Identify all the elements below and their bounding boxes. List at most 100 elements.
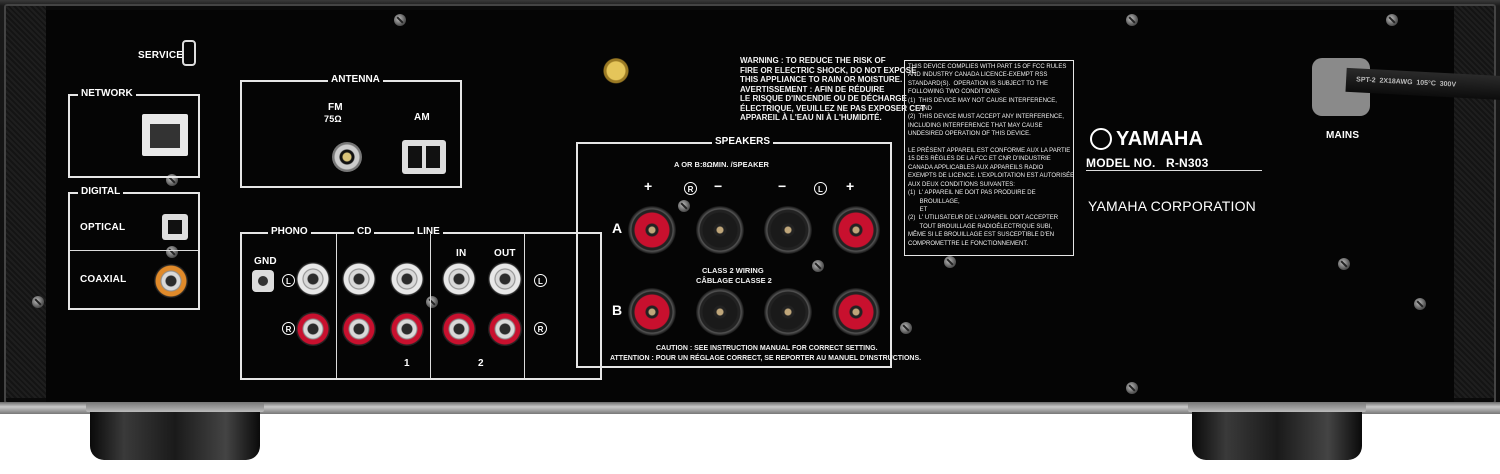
left-channel-marker: L: [534, 274, 547, 287]
plus-sign: +: [644, 178, 653, 194]
speaker-b-label: B: [612, 302, 623, 318]
network-label: NETWORK: [78, 88, 136, 99]
line1-right-jack[interactable]: [390, 312, 424, 346]
speaker-b-left-plus-terminal[interactable]: [832, 288, 880, 336]
screw: [394, 14, 406, 26]
wireless-antenna-connector[interactable]: [602, 54, 630, 96]
fm-ohm-label: 75Ω: [324, 114, 342, 124]
caution-text: CAUTION : SEE INSTRUCTION MANUAL FOR COR…: [656, 345, 878, 352]
line1-left-jack[interactable]: [390, 262, 424, 296]
screw: [678, 200, 690, 212]
speaker-b-right-plus-terminal[interactable]: [628, 288, 676, 336]
warning-line: WARNING : TO REDUCE THE RISK OF: [740, 56, 886, 65]
warning-text: WARNING : TO REDUCE THE RISK OF FIRE OR …: [740, 56, 925, 123]
attention-text: ATTENTION : POUR UN RÉGLAGE CORRECT, SE …: [610, 355, 922, 362]
service-port[interactable]: [182, 40, 196, 66]
optical-label: OPTICAL: [80, 222, 126, 233]
antenna-label: ANTENNA: [328, 74, 383, 85]
optical-port[interactable]: [162, 214, 188, 240]
corporation-name: YAMAHA CORPORATION: [1088, 198, 1256, 214]
speakers-label: SPEAKERS: [712, 136, 774, 147]
divider: [1086, 170, 1262, 171]
analog-input-section: PHONO CD LINE GND L R IN OUT L R 1: [240, 226, 602, 380]
minus-sign: −: [778, 178, 787, 194]
line2-out-left-jack[interactable]: [488, 262, 522, 296]
right-side-panel: [1454, 6, 1494, 398]
warning-line: THIS APPLIANCE TO RAIN OR MOISTURE.: [740, 75, 903, 84]
line2-number: 2: [478, 358, 484, 369]
fm-antenna-jack[interactable]: [332, 142, 362, 172]
divider: [70, 250, 198, 251]
receiver-chassis: SERVICE NETWORK DIGITAL OPTICAL COAXIAL …: [0, 0, 1500, 412]
fm-label: FM: [328, 102, 343, 113]
left-channel-marker: L: [282, 274, 295, 287]
screw: [426, 296, 438, 308]
divider: [336, 234, 337, 378]
minus-sign: −: [714, 178, 723, 194]
rear-panel: SERVICE NETWORK DIGITAL OPTICAL COAXIAL …: [32, 10, 1500, 402]
right-channel-marker: R: [282, 322, 295, 335]
warning-line: AVERTISSEMENT : AFIN DE RÉDUIRE: [740, 84, 885, 94]
speakers-section: SPEAKERS A OR B:8ΩMIN. /SPEAKER + R − − …: [576, 136, 921, 368]
screw: [1338, 258, 1350, 270]
digital-label: DIGITAL: [78, 186, 124, 197]
left-side-panel: [6, 6, 46, 398]
coaxial-label: COAXIAL: [80, 274, 127, 285]
gnd-label: GND: [254, 256, 277, 267]
speaker-a-left-minus-terminal[interactable]: [764, 206, 812, 254]
screw: [1126, 14, 1138, 26]
fcc-compliance-box: THIS DEVICE COMPLIES WITH PART 15 OF FCC…: [904, 60, 1074, 256]
ethernet-port[interactable]: [142, 114, 188, 156]
line2-in-right-jack[interactable]: [442, 312, 476, 346]
screw: [812, 260, 824, 272]
line2-out-right-jack[interactable]: [488, 312, 522, 346]
screw: [900, 322, 912, 334]
service-label: SERVICE: [138, 50, 184, 61]
cord-print: SPT-2 2X18AWG 105°C 300V: [1355, 76, 1457, 89]
left-foot: [86, 402, 264, 460]
cd-left-jack[interactable]: [342, 262, 376, 296]
speaker-a-right-plus-terminal[interactable]: [628, 206, 676, 254]
cd-label: CD: [354, 226, 375, 237]
fcc-text: THIS DEVICE COMPLIES WITH PART 15 OF FCC…: [908, 64, 1075, 247]
speaker-a-label: A: [612, 220, 623, 236]
screw: [32, 296, 44, 308]
speaker-a-right-minus-terminal[interactable]: [696, 206, 744, 254]
speaker-b-right-minus-terminal[interactable]: [696, 288, 744, 336]
cd-right-jack[interactable]: [342, 312, 376, 346]
speaker-b-left-minus-terminal[interactable]: [764, 288, 812, 336]
warning-line: APPAREIL À L'EAU NI À L'HUMIDITÉ.: [740, 113, 882, 122]
am-antenna-terminal[interactable]: [402, 140, 446, 174]
phono-right-jack[interactable]: [296, 312, 330, 346]
divider: [430, 234, 431, 378]
brand-logo: YAMAHA: [1116, 128, 1204, 150]
warning-line: LE RISQUE D'INCENDIE OU DE DÉCHARGE: [740, 94, 907, 103]
line2-in-left-jack[interactable]: [442, 262, 476, 296]
antenna-section: ANTENNA FM 75Ω AM: [240, 74, 462, 188]
coaxial-jack[interactable]: [154, 264, 188, 298]
ground-terminal[interactable]: [252, 270, 274, 292]
speaker-a-left-plus-terminal[interactable]: [832, 206, 880, 254]
warning-line: FIRE OR ELECTRIC SHOCK, DO NOT EXPOSE: [740, 65, 917, 75]
screw: [944, 256, 956, 268]
line-in-label: IN: [456, 248, 467, 259]
model-number: R-N303: [1166, 156, 1209, 170]
phono-label: PHONO: [268, 226, 311, 237]
line-out-label: OUT: [494, 248, 516, 259]
mains-label: MAINS: [1326, 130, 1360, 141]
phono-left-jack[interactable]: [296, 262, 330, 296]
network-section: NETWORK: [68, 88, 200, 178]
line1-number: 1: [404, 358, 410, 369]
left-channel-marker: L: [814, 182, 827, 195]
right-channel-marker: R: [534, 322, 547, 335]
screw: [1386, 14, 1398, 26]
yamaha-tuning-fork-icon: [1090, 128, 1112, 150]
bottom-trim: [0, 402, 1500, 414]
screw: [1126, 382, 1138, 394]
screw: [1414, 298, 1426, 310]
plus-sign: +: [846, 178, 855, 194]
class2-wiring-label: CLASS 2 WIRING: [702, 266, 764, 275]
digital-section: DIGITAL OPTICAL COAXIAL: [68, 186, 200, 310]
model-number-label: MODEL NO.: [1086, 156, 1156, 170]
speaker-impedance-spec: A OR B:8ΩMIN. /SPEAKER: [674, 160, 769, 169]
